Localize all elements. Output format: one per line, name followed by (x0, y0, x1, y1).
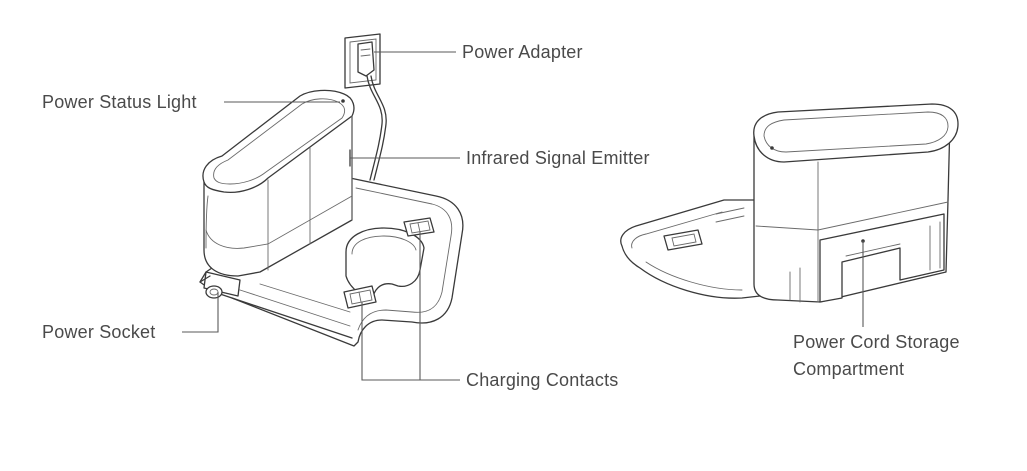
dock-front-illustration (199, 33, 464, 347)
power-status-light (341, 99, 345, 103)
dock-tower (202, 89, 355, 277)
charging-contact-lower (343, 285, 377, 309)
label-power-cord-storage-line2: Compartment (793, 359, 904, 379)
dock-rear-illustration (620, 103, 959, 303)
leader-power-socket (182, 292, 219, 333)
leader-lines (182, 51, 864, 381)
rear-dock-tower (753, 103, 959, 303)
label-power-status-light: Power Status Light (42, 92, 197, 112)
rear-dock-base (620, 199, 761, 299)
label-power-socket: Power Socket (42, 322, 155, 342)
power-cord (366, 75, 383, 181)
label-power-cord-storage-line1: Power Cord Storage (793, 332, 960, 352)
leader-charging-contacts (361, 232, 460, 381)
label-infrared-signal-emitter: Infrared Signal Emitter (466, 148, 650, 168)
label-power-adapter: Power Adapter (462, 42, 583, 62)
label-charging-contacts: Charging Contacts (466, 370, 618, 390)
dock-base (199, 177, 464, 347)
power-socket (199, 271, 241, 299)
power-adapter (357, 41, 375, 77)
charging-contact-upper (403, 217, 435, 237)
